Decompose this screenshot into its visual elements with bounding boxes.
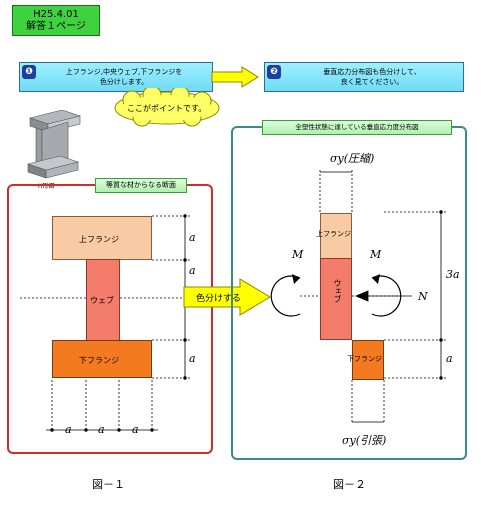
fig2-sigma-bottom: σy(引張) [342,434,387,447]
fig2-web-label: ウェブ [333,279,342,303]
fig1-bottom-flange: 下フランジ [52,340,152,378]
step2-number: ❷ [267,65,281,79]
fig1-dim-a-2: a [189,264,196,277]
figure2-caption: 図－２ [333,478,366,491]
page-title-box: H25.4.01 解答１ページ [12,5,100,36]
fig1-dim-a-5: a [98,423,105,436]
step1-number: ❶ [22,65,36,79]
fig1-dim-a-4: a [65,423,72,436]
figure1-tag: 等質な材からなる断面 [95,178,187,193]
figure1-caption: 図－１ [92,478,125,491]
fig2-dim-3a: 3a [446,268,460,281]
fig1-top-flange: 上フランジ [52,216,152,260]
fig2-bottom-flange-label: 下フランジ [347,355,382,363]
fig2-moment-right: M [370,248,382,261]
step1-text2: 色分けします。 [99,78,149,86]
fig1-web: ウェブ [86,259,120,341]
fig1-top-flange-label: 上フランジ [79,235,119,244]
fig1-bottom-flange-label: 下フランジ [79,356,119,365]
fig2-bottom-flange: 下フランジ [347,340,384,380]
figure2-tag: 全塑性状態に達している垂直応力度分布図 [262,120,452,135]
step1-box: ❶ 上フランジ,中央ウェブ,下フランジを 色分けします。 [19,62,213,92]
h-beam-icon [26,110,82,179]
fig1-dim-a-1: a [189,231,196,244]
title-line1: H25.4.01 [33,9,79,20]
callout-cloud-icon [114,88,220,127]
fig2-axial-force: N [418,290,428,303]
step2-text1: 垂直応力分布図も色分けして、 [323,68,421,76]
fig2-moment-left: M [292,248,304,261]
fig2-top-flange-label: 上フランジ [316,230,351,238]
color-arrow-icon [183,278,271,316]
callout-text: ここがポイントです。 [127,104,207,113]
fig2-sigma-top: σy(圧縮) [330,152,375,165]
step2-box: ❷ 垂直応力分布図も色分けして、 良く見てください。 [264,62,464,92]
fig1-web-label: ウェブ [90,296,114,305]
fig1-dim-a-6: a [132,423,139,436]
fig1-dim-a-3: a [189,352,196,365]
fig2-dim-a: a [446,352,453,365]
step2-text2: 良く見てください。 [340,78,404,86]
step-arrow-icon [211,66,259,88]
h-beam-caption: H形鋼 [38,183,55,190]
fig2-web: ウェブ [320,258,352,340]
fig2-top-flange: 上フランジ [316,213,352,259]
title-line2: 解答１ページ [26,21,86,32]
step1-text1: 上フランジ,中央ウェブ,下フランジを [65,68,183,76]
color-arrow-label: 色分けする [196,294,242,304]
